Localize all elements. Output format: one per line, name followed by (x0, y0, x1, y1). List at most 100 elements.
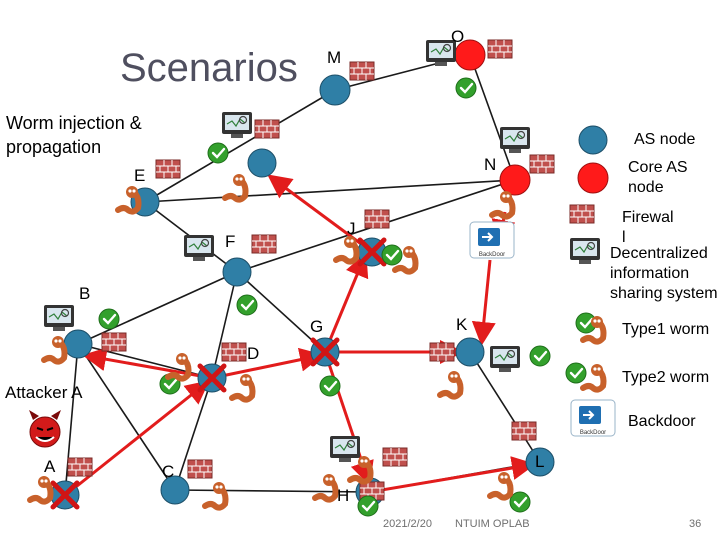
legend-as-node (578, 125, 608, 155)
check-icon (529, 345, 551, 367)
firewall-icon (364, 209, 390, 229)
worm-icon (489, 191, 516, 220)
firewall-icon (155, 159, 181, 179)
firewalls (67, 39, 595, 501)
legend-decentralized-label-2: information (610, 265, 690, 282)
legend-core-node (577, 162, 609, 194)
legend-core-label-2: node (628, 179, 664, 196)
node-l (525, 447, 555, 477)
legend-decentralized-label-1: Decentralized (610, 245, 708, 262)
node-label-a: A (44, 457, 56, 476)
path-g-j (323, 252, 369, 353)
firewall-icon (529, 154, 555, 174)
node-label-attacker: Attacker A (5, 383, 83, 402)
worm-icon (41, 336, 68, 365)
legend-backdoor-label: Backdoor (628, 413, 696, 430)
worm-icon (580, 316, 607, 345)
link-k-l (469, 351, 541, 463)
monitor-icon (426, 40, 456, 66)
worm-icon (27, 476, 54, 505)
legend-type2-label: Type2 worm (622, 369, 710, 386)
monitor-icon (44, 305, 74, 331)
legend-backdoor-badge-text: BackDoor (580, 430, 606, 436)
worm-icon (312, 474, 339, 503)
link-m-e (144, 89, 336, 203)
check-icon (236, 294, 258, 316)
slide-subtitle: Worm injection & propagation (6, 113, 142, 157)
path-d-b (82, 347, 213, 380)
monitor-icon (500, 127, 530, 153)
firewall-icon (359, 481, 385, 501)
footer-date: 2021/2/20 (383, 518, 432, 530)
path-h-l (369, 456, 536, 494)
firewall-icon (511, 421, 537, 441)
legend-core-label-1: Core AS (628, 159, 688, 176)
firewall-icon (349, 61, 375, 81)
worm-icon (202, 482, 229, 511)
worm-icon (229, 374, 256, 403)
node-label-g: G (310, 317, 324, 336)
node-c (160, 475, 190, 505)
checks (98, 77, 597, 517)
firewall-icon (101, 332, 127, 352)
monitor-icon (184, 235, 214, 261)
attack-paths (71, 174, 536, 494)
node-b (63, 329, 93, 359)
worm-icon (580, 364, 607, 393)
firewall-icon (487, 39, 513, 59)
node-label-d: D (247, 344, 260, 363)
firewall-icon (221, 342, 247, 362)
path-backdoor-k (471, 259, 496, 346)
node-label-c: C (162, 462, 175, 481)
node-e-hub (247, 148, 277, 178)
check-icon (207, 142, 229, 164)
link-b-c (77, 343, 176, 491)
legend-backdoor-icon: BackDoor (570, 399, 616, 437)
firewall-icon (569, 204, 595, 224)
node-label-l: L (535, 452, 545, 471)
link-f-d (211, 271, 238, 379)
firewall-icon (187, 459, 213, 479)
worm-icon (165, 353, 192, 382)
worm-icon (115, 186, 142, 215)
firewall-icon (251, 234, 277, 254)
node-label-h: H (337, 486, 350, 505)
attacker-devil-icon (29, 410, 61, 448)
infected-x-icon (310, 337, 340, 367)
backdoor-icon: BackDoor (469, 221, 515, 259)
monitor-icon (490, 346, 520, 372)
monitor-icon (570, 238, 600, 264)
link-e-n-top (144, 179, 516, 203)
firewall-icon (254, 119, 280, 139)
worm-icon (392, 246, 419, 275)
worm-icon (347, 456, 374, 485)
slide-title: Scenarios (120, 46, 298, 90)
worm-icon (487, 472, 514, 501)
legend-decentralized-label-3: sharing system (610, 285, 718, 302)
monitors (44, 40, 600, 462)
node-label-f: F (225, 232, 236, 251)
node-label-n: N (484, 155, 497, 174)
node-label-j: J (347, 219, 356, 238)
node-m (319, 74, 351, 106)
check-icon (357, 495, 379, 517)
firewall-icon (67, 457, 93, 477)
footer-org: NTUIM OPLAB (455, 518, 530, 530)
worm-icon (222, 174, 249, 203)
link-b-f (77, 271, 238, 345)
legend-firewall-label-1: Firewal (622, 209, 674, 226)
link-o-n (469, 54, 516, 181)
monitor-icon (330, 436, 360, 462)
check-icon (455, 77, 477, 99)
path-d-g (211, 347, 324, 380)
legend-type1-label: Type1 worm (622, 321, 710, 338)
check-icon (509, 491, 531, 513)
worm-icon (333, 236, 360, 265)
node-f (222, 257, 252, 287)
node-label-b: B (79, 284, 91, 303)
node-label-k: K (456, 315, 468, 334)
check-icon (319, 375, 341, 397)
link-f-g (236, 271, 326, 353)
monitor-icon (222, 112, 252, 138)
